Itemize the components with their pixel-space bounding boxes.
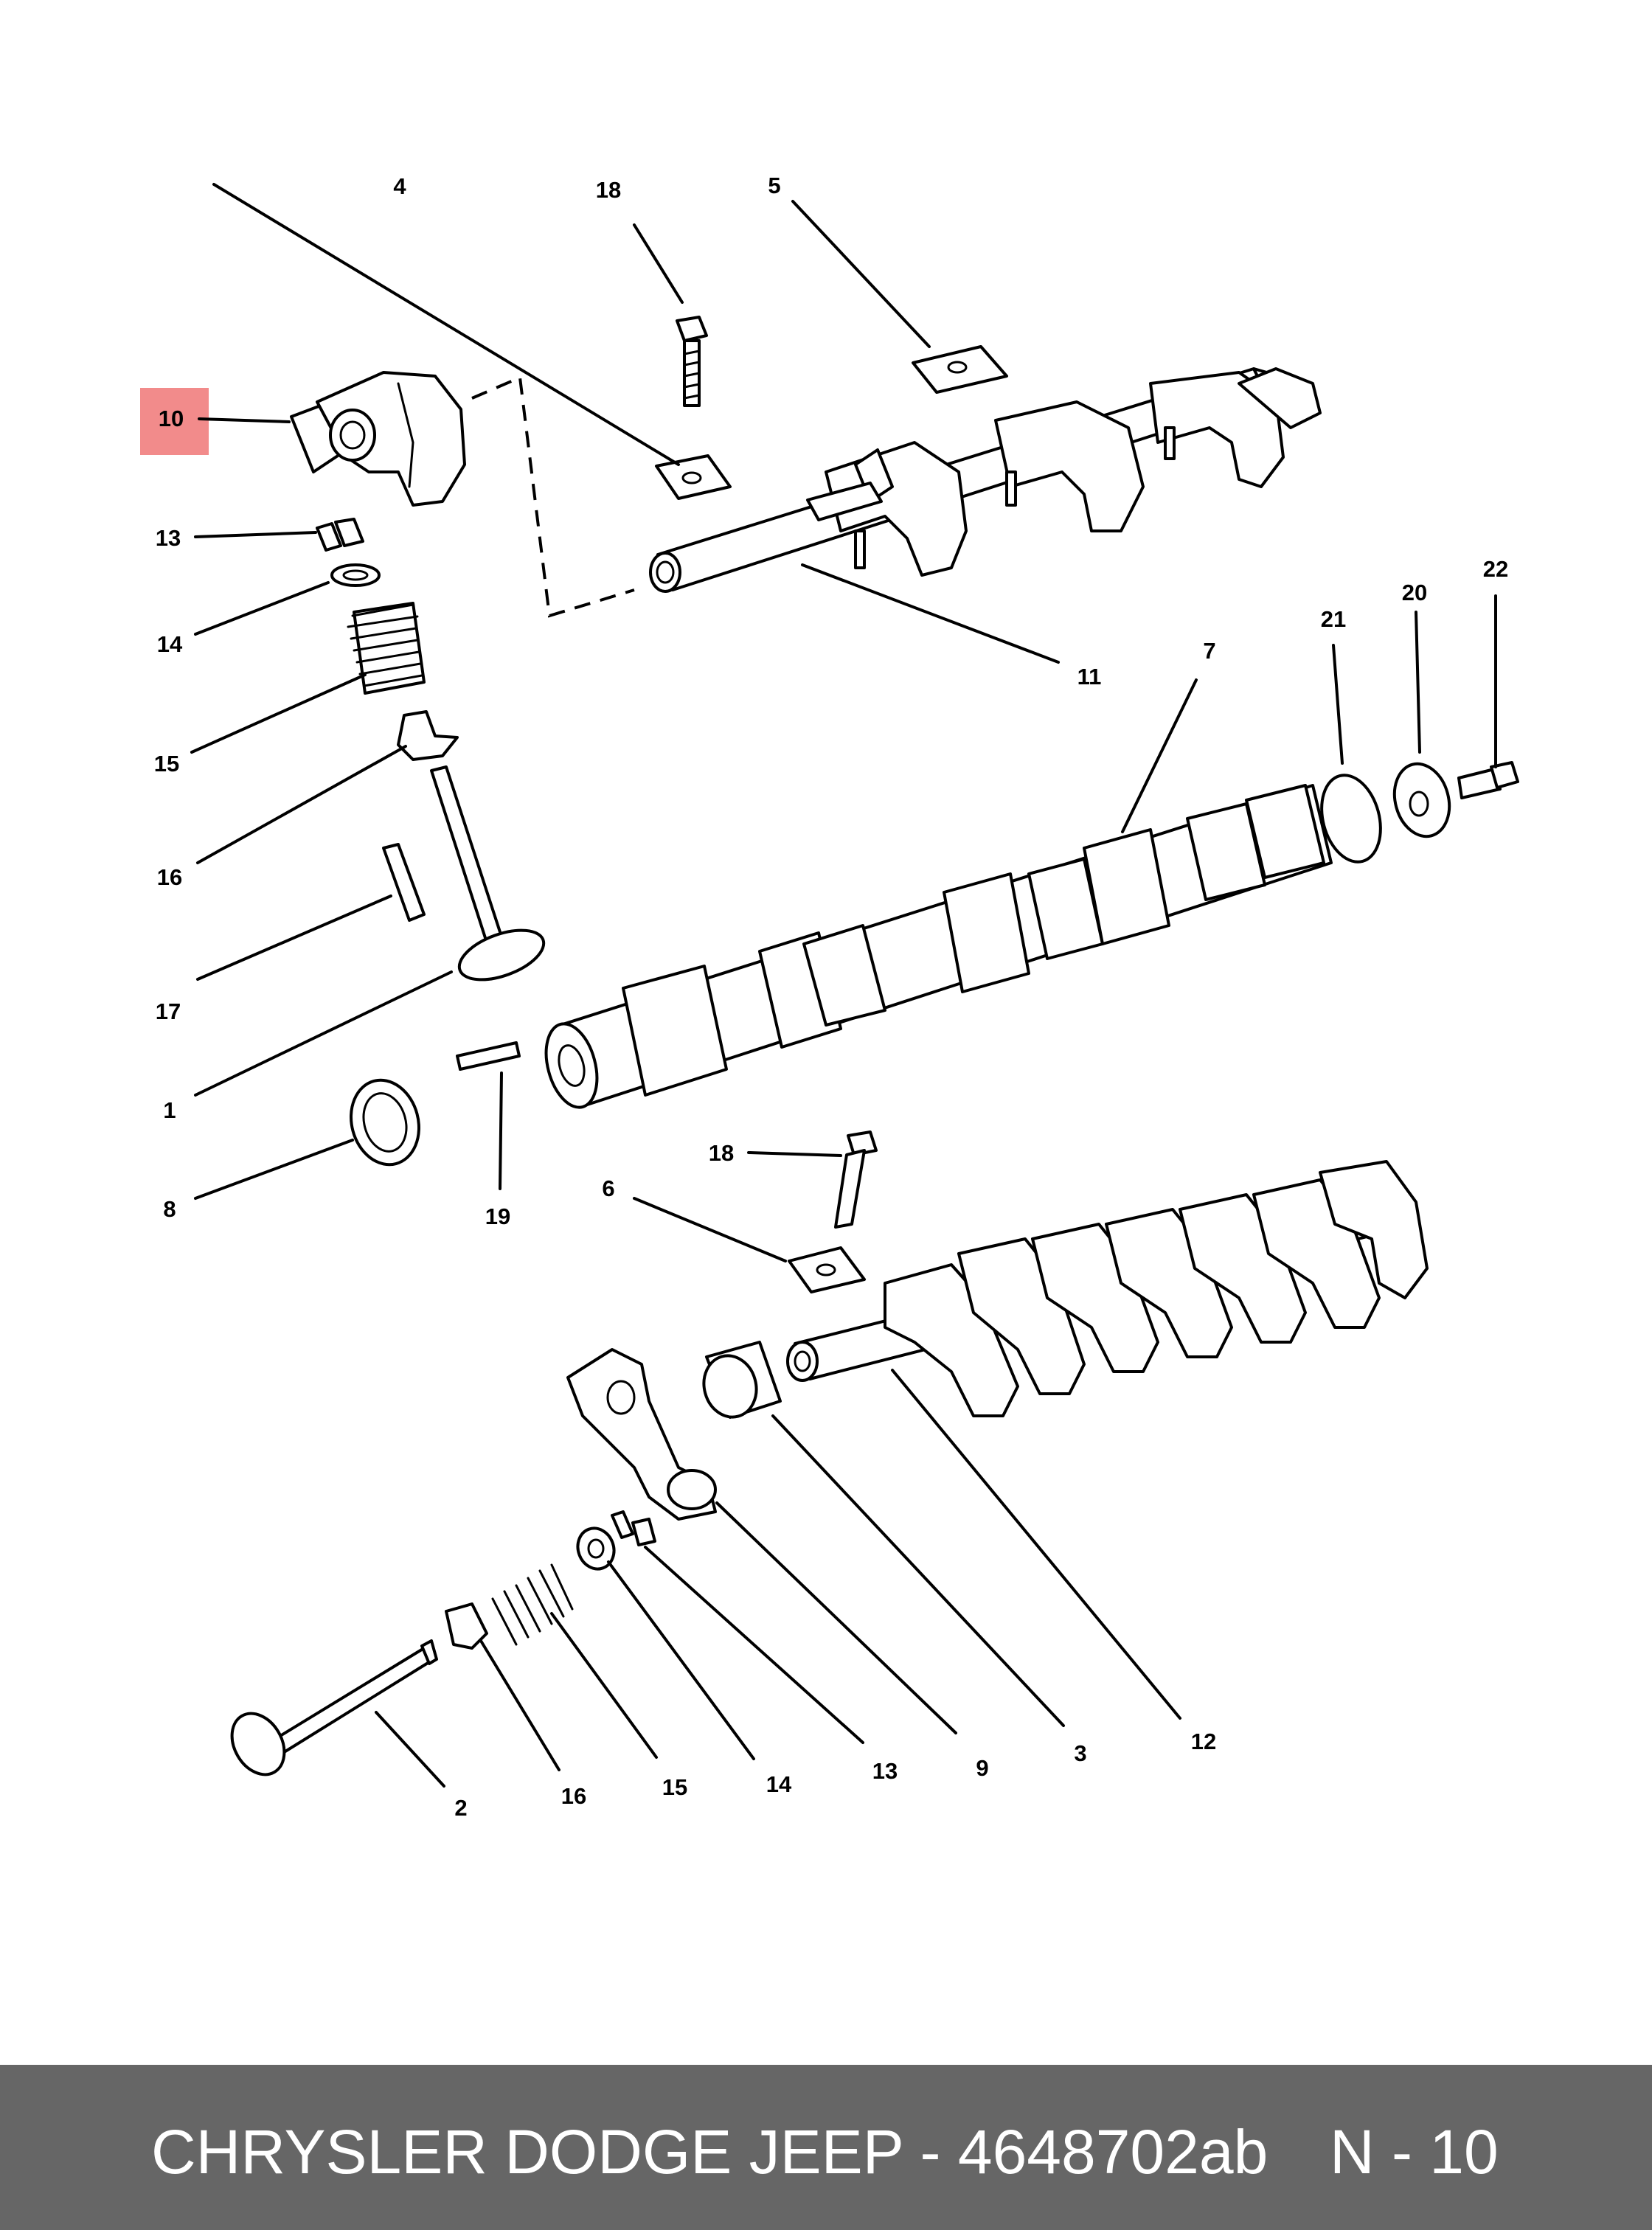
leader-lines: [190, 183, 1497, 1788]
callout-14-lower: 14: [766, 1771, 792, 1797]
part-9-rocker-arm-lower: [566, 1348, 717, 1521]
page-reference: N - 10: [1330, 2117, 1499, 2186]
callout-5: 5: [768, 173, 780, 198]
callout-15-upper: 15: [154, 751, 179, 777]
callout-12: 12: [1191, 1729, 1216, 1754]
callout-4: 4: [393, 173, 406, 199]
callout-13-upper: 13: [156, 525, 181, 551]
part-6-retainer-pad: [788, 1246, 866, 1293]
rocker-shaft-assembly-upper: [649, 367, 1322, 593]
part-18-bolt-lower: [834, 1130, 878, 1229]
callout-19: 19: [485, 1203, 510, 1229]
callout-17: 17: [156, 998, 181, 1024]
part-12-rocker-shaft-lower: [786, 1160, 1429, 1417]
callout-18-upper: 18: [596, 177, 621, 203]
part-4-retainer-pad: [655, 454, 732, 500]
part-3-bushing: [702, 1341, 782, 1419]
callout-3: 3: [1074, 1740, 1086, 1766]
assembly-dashed-line: [471, 375, 635, 618]
callout-6: 6: [602, 1175, 614, 1201]
part-5-retainer-pad: [912, 345, 1008, 394]
part-7-camshaft: [544, 784, 1333, 1109]
part-15-spring-lower: [491, 1563, 574, 1646]
callout-16-upper: 16: [157, 864, 182, 890]
part-16-seal-upper: [397, 710, 459, 761]
callout-10-highlight: [140, 388, 209, 455]
callout-16-lower: 16: [561, 1783, 586, 1809]
part-2-valve-lower: [230, 1639, 438, 1776]
callout-1: 1: [163, 1097, 176, 1123]
callout-13-lower: 13: [872, 1758, 898, 1784]
part-title: CHRYSLER DODGE JEEP - 4648702ab: [151, 2117, 1268, 2186]
part-13-keepers-lower: [611, 1510, 656, 1546]
part-15-spring-upper: [347, 602, 426, 695]
callout-labels: 4 18 5 10 13 14 15 16 17 1 8 19 11 7 21 …: [154, 173, 1508, 1821]
callout-2: 2: [454, 1795, 467, 1821]
part-20-sprocket-hub: [1392, 762, 1451, 838]
callout-14-upper: 14: [157, 631, 183, 657]
callout-18-lower: 18: [709, 1140, 734, 1166]
callout-9: 9: [976, 1755, 988, 1781]
part-22-bolt: [1457, 761, 1519, 799]
part-17-pin: [382, 843, 426, 922]
part-14-retainer-upper: [330, 563, 381, 587]
part-13-keepers-upper: [316, 518, 364, 552]
part-14-retainer-lower: [576, 1526, 616, 1571]
callout-7: 7: [1203, 638, 1215, 664]
callout-21: 21: [1321, 606, 1346, 632]
callout-15-lower: 15: [662, 1774, 687, 1800]
callout-8: 8: [163, 1196, 176, 1222]
part-21-o-ring: [1320, 774, 1382, 864]
exploded-parts-diagram: 4 18 5 10 13 14 15 16 17 1 8 19 11 7 21 …: [140, 173, 1519, 1821]
part-8-seal-ring: [350, 1078, 420, 1167]
callout-11: 11: [1077, 664, 1102, 690]
part-1-valve-upper: [430, 765, 546, 982]
footer-bar: CHRYSLER DODGE JEEP - 4648702ab N - 10: [0, 2065, 1652, 2230]
callout-22: 22: [1483, 556, 1508, 582]
part-19-dowel-pin: [456, 1041, 521, 1071]
callout-20: 20: [1402, 580, 1427, 605]
part-18-bolt-upper: [676, 316, 708, 407]
callout-10: 10: [159, 406, 184, 431]
part-10-rocker-arm: [290, 371, 466, 507]
